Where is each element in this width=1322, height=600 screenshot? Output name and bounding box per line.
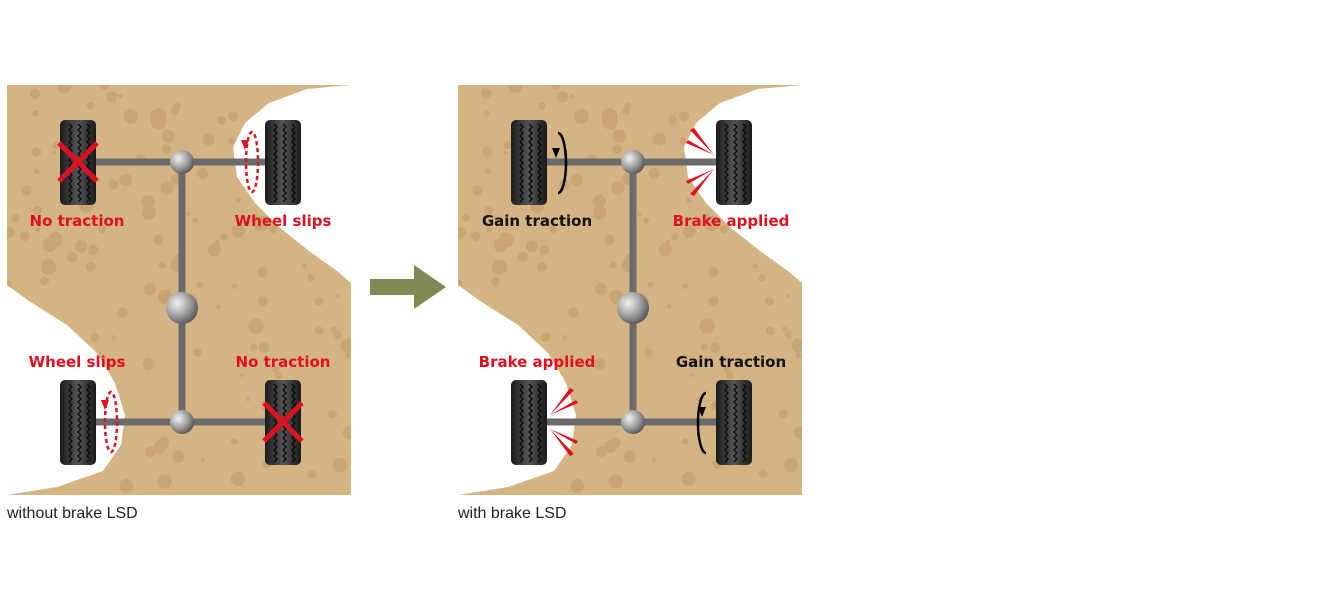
cross-icon <box>262 401 304 443</box>
rotation-arrow-icon <box>696 391 707 455</box>
arrowhead-icon <box>101 400 109 410</box>
diagram-without-lsd: No traction Wheel slips Wheel slips No t… <box>7 85 351 495</box>
arrowhead-icon <box>241 140 249 150</box>
label-bottom-right: No traction <box>236 353 331 371</box>
rotation-arrow-icon <box>557 131 568 195</box>
cross-icon <box>57 141 99 183</box>
slip-rotation-icon <box>103 390 119 454</box>
diagram-with-lsd: Gain traction Brake applied Brake applie… <box>458 85 802 495</box>
label-bottom-right: Gain traction <box>676 353 786 371</box>
arrowhead-icon <box>698 407 706 417</box>
caption-without-lsd: without brake LSD <box>7 505 138 522</box>
label-top-right: Brake applied <box>673 212 790 230</box>
arrow-right-icon <box>370 265 446 309</box>
panel-with-lsd: Gain traction Brake applied Brake applie… <box>458 85 802 495</box>
brake-spark-icon <box>550 128 714 456</box>
label-bottom-left: Brake applied <box>479 353 596 371</box>
label-top-left: No traction <box>30 212 125 230</box>
label-bottom-left: Wheel slips <box>29 353 126 371</box>
label-top-right: Wheel slips <box>235 212 332 230</box>
slip-rotation-icon <box>244 130 260 194</box>
label-top-left: Gain traction <box>482 212 592 230</box>
caption-with-lsd: with brake LSD <box>458 505 567 522</box>
arrowhead-icon <box>552 148 560 158</box>
panel-without-lsd: No traction Wheel slips Wheel slips No t… <box>7 85 351 495</box>
